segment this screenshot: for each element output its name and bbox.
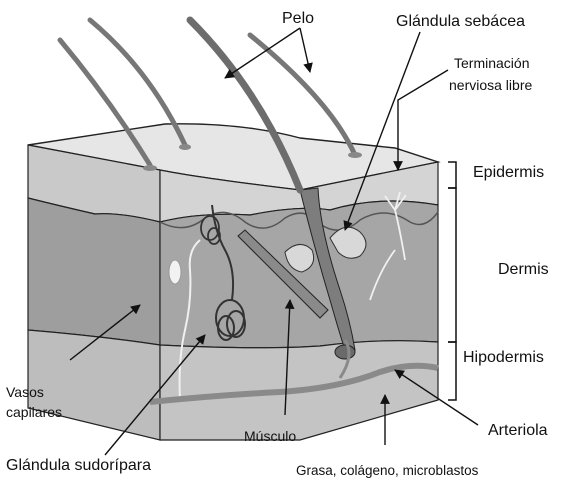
label-pelo: Pelo	[282, 9, 314, 28]
label-glandula-sebacea: Glándula sebácea	[396, 12, 525, 31]
label-hipodermis: Hipodermis	[463, 348, 544, 367]
label-vasos-line2: capilares	[6, 404, 62, 421]
label-arteriola: Arteriola	[488, 421, 548, 440]
layer-bracket-hipodermis	[448, 342, 456, 400]
label-dermis: Dermis	[498, 260, 549, 279]
hair-bulb	[335, 345, 355, 359]
capillary-bulb	[169, 260, 181, 284]
label-musculo: Músculo	[244, 428, 296, 445]
hair-pore	[348, 152, 362, 158]
label-epidermis: Epidermis	[473, 163, 544, 182]
label-grasa: Grasa, colágeno, microblastos	[296, 460, 478, 482]
label-vasos-line1: Vasos	[6, 384, 44, 401]
hair-pore	[179, 144, 191, 150]
dermis-front	[28, 198, 160, 345]
label-terminacion-line2: nerviosa libre	[449, 77, 532, 94]
label-terminacion-line1: Terminación	[454, 55, 529, 72]
layer-bracket-epidermis	[448, 162, 456, 188]
hair-pore	[143, 165, 157, 171]
hypodermis-front	[28, 330, 160, 440]
label-glandula-sudoripara: Glándula sudorípara	[6, 456, 151, 475]
layer-bracket-dermis	[448, 188, 456, 342]
